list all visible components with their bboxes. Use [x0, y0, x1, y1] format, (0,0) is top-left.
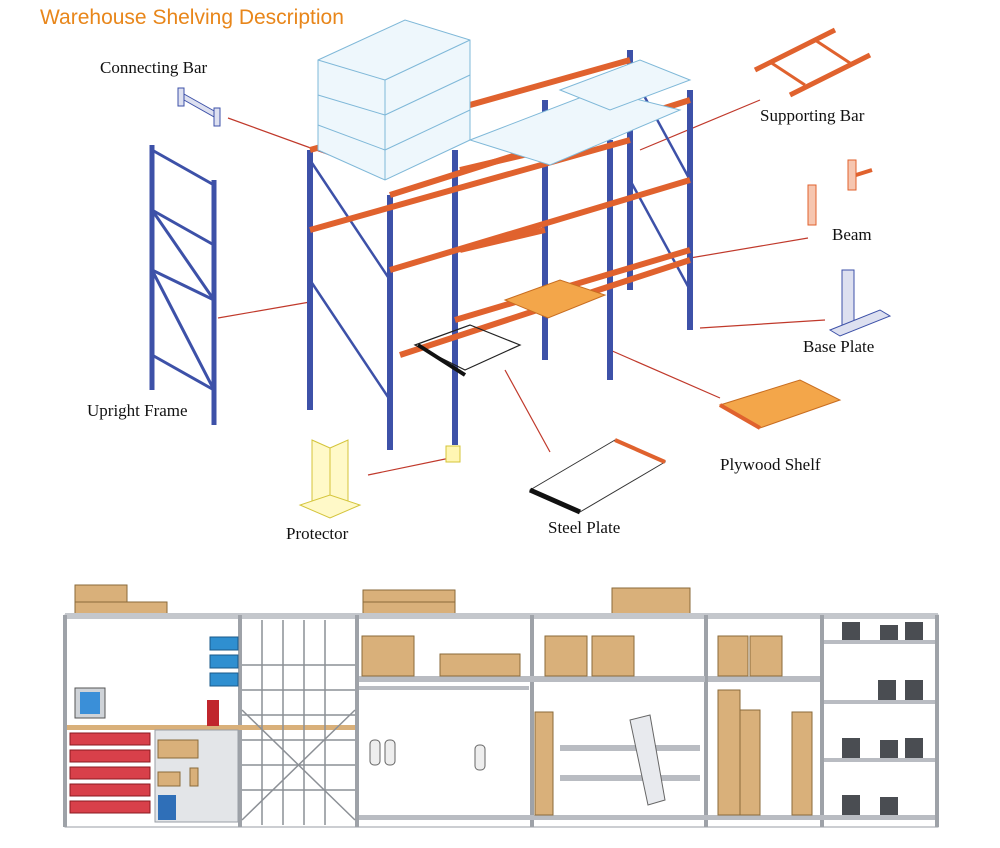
label-protector: Protector	[286, 524, 349, 543]
rack-steel-plate	[413, 324, 522, 371]
shelf-levels	[359, 640, 935, 820]
top-boxes	[74, 584, 691, 616]
rack-protector	[445, 445, 461, 463]
base-plate-part	[828, 269, 892, 337]
label-supporting-bar: Supporting Bar	[760, 106, 865, 125]
pallet-slats	[468, 59, 692, 166]
steel-plate-part	[528, 438, 667, 515]
label-connecting-bar: Connecting Bar	[100, 58, 208, 77]
shelf-boxes	[361, 635, 813, 816]
red-drawers	[69, 732, 151, 814]
supporting-bar-part	[753, 27, 872, 98]
leader-base-plate	[699, 319, 826, 329]
label-steel-plate: Steel Plate	[548, 518, 621, 537]
leader-plywood-shelf	[609, 349, 721, 399]
diagram-title: Warehouse Shelving Description	[40, 6, 344, 29]
label-upright-frame: Upright Frame	[87, 401, 188, 420]
vise	[207, 700, 219, 726]
rack-plywood-shelf	[503, 279, 607, 319]
leader-supporting-bar	[639, 99, 761, 151]
main-rack	[307, 19, 693, 463]
beam-part	[807, 159, 873, 226]
shelving-illustration	[63, 584, 939, 828]
leader-steel-plate	[504, 369, 551, 453]
label-beam: Beam	[832, 225, 872, 244]
upright-frame-part	[149, 145, 217, 425]
leader-upright-frame	[217, 301, 311, 319]
leader-beam	[689, 237, 809, 259]
label-base-plate: Base Plate	[803, 337, 875, 356]
pallet-boxes	[317, 19, 471, 181]
panel-item	[629, 714, 666, 806]
label-plywood-shelf: Plywood Shelf	[720, 455, 821, 474]
protector-part	[298, 439, 362, 519]
binder-bins	[842, 622, 923, 815]
blue-bins	[209, 636, 239, 687]
shelf-uprights	[63, 615, 939, 827]
hanging-items	[369, 739, 486, 771]
connecting-bar-part	[177, 87, 221, 127]
plywood-shelf-part	[718, 379, 842, 430]
cubby-grid	[241, 620, 356, 825]
leader-protector	[367, 457, 451, 476]
